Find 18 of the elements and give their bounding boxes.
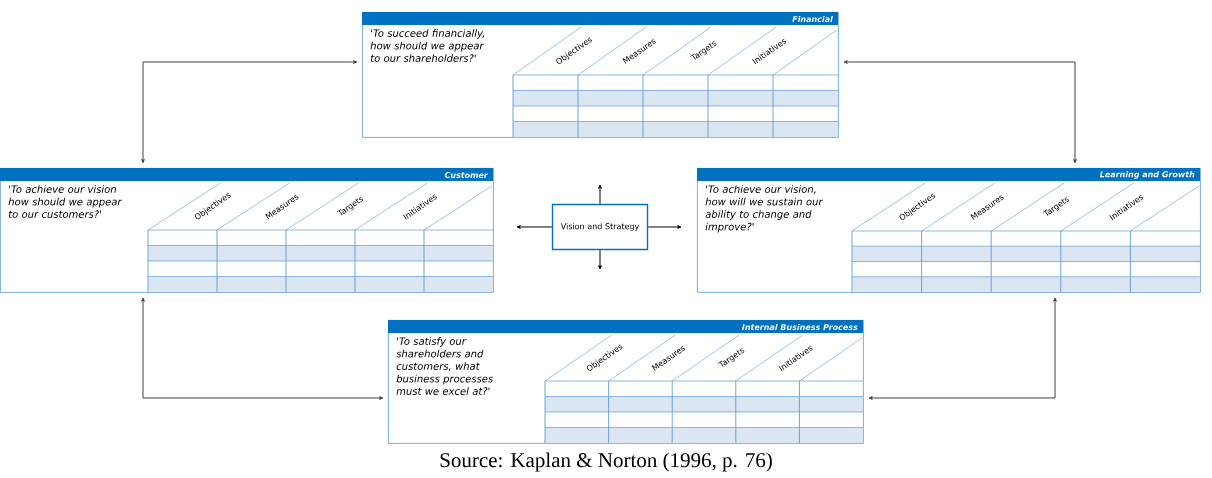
caption: Source: Kaplan & Norton (1996, p. 76): [440, 452, 772, 472]
question-text: 'To achieve our vision how should we appear to our customers?': [8, 185, 123, 218]
header-bar: Internal Business Process: [388, 320, 863, 333]
arrow: [516, 225, 553, 229]
question-text: 'To achieve our vision, how will we sustain our ability to change and improve?': [705, 185, 824, 233]
arrow: [598, 184, 602, 205]
elbow-arrow: [843, 60, 1077, 164]
process-box: Vision and Strategy: [551, 203, 649, 251]
question-text: 'To succeed financially, how should we appear to our shareholders?': [370, 29, 485, 62]
arrow: [647, 225, 682, 229]
elbow-arrow: [141, 60, 358, 164]
arrow: [598, 249, 602, 270]
elbow-arrow: [868, 297, 1057, 400]
question-text: 'To satisfy our shareholders and customers, what business processes must we excel at?': [396, 337, 493, 395]
header-bar: Financial: [362, 12, 838, 25]
elbow-arrow: [141, 297, 384, 400]
header-bar: Customer: [0, 168, 493, 181]
header-bar: Learning and Growth: [697, 168, 1200, 181]
